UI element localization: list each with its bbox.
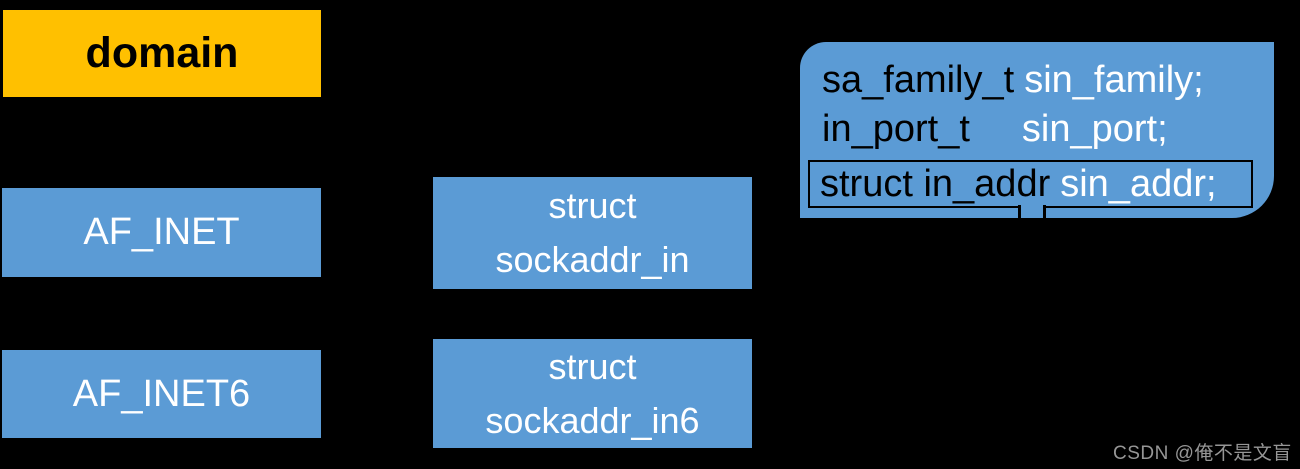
field-line-sin-family: sa_family_t sin_family; <box>822 56 1204 105</box>
sockaddr-in6-box: struct sockaddr_in6 <box>433 339 752 448</box>
callout-pointer-notch <box>1018 205 1046 218</box>
field-name-sin-family: sin_family; <box>1024 59 1204 101</box>
field-type-in-port-t: in_port_t <box>822 108 970 150</box>
domain-label: domain <box>85 29 239 77</box>
field-type-struct-in-addr: struct in_addr <box>820 162 1051 205</box>
sockaddr-in-members-callout: sa_family_t sin_family; in_port_t sin_po… <box>800 42 1274 218</box>
field-name-sin-port: sin_port; <box>1021 108 1168 150</box>
sockaddr-in6-label-line2: sockaddr_in6 <box>485 399 700 441</box>
field-type-sa-family-t: sa_family_t <box>822 59 1015 101</box>
field-line-sin-port: in_port_t sin_port; <box>822 105 1168 154</box>
sockaddr-in-label-line1: struct <box>548 185 637 226</box>
sockaddr-in-box: struct sockaddr_in <box>433 177 752 289</box>
af-inet6-label: AF_INET6 <box>72 372 251 415</box>
domain-header-box: domain <box>3 10 321 97</box>
sockaddr-in-label-line2: sockaddr_in <box>495 239 690 280</box>
csdn-watermark: CSDN @俺不是文盲 <box>1113 443 1292 464</box>
field-name-sin-addr: sin_addr; <box>1060 162 1217 205</box>
af-inet-box: AF_INET <box>2 188 321 277</box>
af-inet-label: AF_INET <box>83 211 240 253</box>
af-inet6-box: AF_INET6 <box>2 350 321 438</box>
sockaddr-in6-label-line1: struct <box>548 345 637 387</box>
field-line-sin-addr-highlight-box: struct in_addr sin_addr; <box>808 160 1253 208</box>
